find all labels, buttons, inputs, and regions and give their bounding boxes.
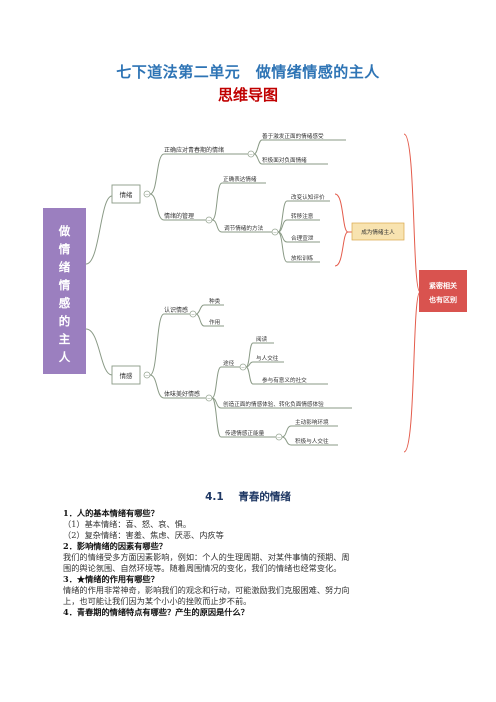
question: 4．青春期的情绪特点有哪些？产生的原因是什么？ [63,607,249,617]
correct-handling-label: 正确应对青春期的情绪 [164,146,224,154]
result-label: 成为情绪主人 [361,228,395,236]
know-item: 作用 [209,318,220,326]
path-item: 参与有意义的社交 [262,376,307,384]
minus-icon: − [191,312,195,318]
method-item: 转移注意 [291,212,314,220]
document-title: 七下道法第二单元 做情绪情感的主人 [116,63,380,81]
correct-item: 善于激发正面的情绪感受 [262,132,324,140]
root-char: 情 [58,242,71,256]
path-item: 阅读 [256,335,268,343]
path-label: 途径 [223,359,235,367]
know-item: 种类 [209,297,221,305]
pass-item: 积极与人交往 [295,437,329,445]
answer-line: 我们的情绪受多方面因素影响，例如：个人的生理周期、对某件事情的预期、周 [63,552,350,562]
section-number: 4.1 [205,491,224,503]
feeling-label: 情感 [120,371,133,380]
root-char: 绪 [59,260,71,274]
minus-icon: − [207,218,211,224]
method-item: 改变认知评价 [291,193,325,201]
conclusion-line: 也有区别 [429,295,457,304]
answer-line: 围的舆论氛围、自然环境等。随着周围情况的变化，我们的情绪也经常变化。 [63,563,342,573]
conclusion-node [419,270,467,312]
path-item: 与人交往 [256,354,279,362]
answer-line: 情绪的作用非常神奇，影响我们的观念和行动，可能激励我们克服困难、努力向 [63,585,350,595]
minus-icon: − [277,435,281,441]
question: 1．人的基本情绪有哪些？ [63,508,159,518]
conclusion-line: 紧密相关 [429,281,457,290]
method-item: 合理宣泄 [291,234,314,242]
question: 3．★情绪的作用有哪些？ [63,574,159,584]
experience-label: 体味美好情感 [164,390,200,398]
minus-icon: − [207,396,211,402]
correct-item: 积极面对负面情绪 [262,156,307,164]
create-label: 创造正面的情感体验、转化负面情感体验 [223,400,324,408]
root-char: 情 [58,278,71,292]
manage-label: 情绪的管理 [164,212,194,220]
express-label: 正确表达情绪 [223,175,257,183]
minus-icon: − [145,373,149,379]
root-char: 的 [59,314,71,328]
pass-label: 传递情感正能量 [225,429,265,437]
minus-icon: − [273,230,277,236]
root-char: 人 [59,350,71,364]
answer-line: （2）复杂情绪：害羞、焦虑、厌恶、内疚等 [63,530,224,540]
root-node [43,208,86,374]
question: 2．影响情绪的因素有哪些？ [63,541,167,551]
answer-line: （1）基本情绪：喜、怒、哀、惧。 [63,519,192,529]
section-heading: 4.1 青春的情绪 [0,489,496,504]
pass-item: 主动影响环境 [295,418,329,426]
minus-icon: − [145,192,149,198]
root-char: 感 [59,296,71,310]
root-char: 做 [58,224,71,238]
root-char: 主 [59,332,71,346]
qa-block: 1．人的基本情绪有哪些？ （1）基本情绪：喜、怒、哀、惧。 （2）复杂情绪：害羞… [63,508,443,618]
adjust-label: 调节情绪的方法 [224,224,264,232]
emotion-node [111,184,141,204]
mind-map: 做 情 绪 情 感 的 主 人 情绪 − 正确应对青春期的情绪 − 善于激发正面… [30,114,470,472]
answer-line: 上，也可能让我们因为某个小小的挫败而止步不前。 [63,596,252,606]
result-node [351,222,405,241]
minus-icon: − [249,152,253,158]
know-label: 认识情感 [164,306,188,314]
emotion-label: 情绪 [120,190,133,199]
method-item: 放松训练 [291,254,314,262]
minus-icon: − [241,365,245,371]
section-title: 青春的情绪 [238,491,291,503]
feeling-node [111,365,141,385]
document-subtitle: 思维导图 [217,86,278,104]
